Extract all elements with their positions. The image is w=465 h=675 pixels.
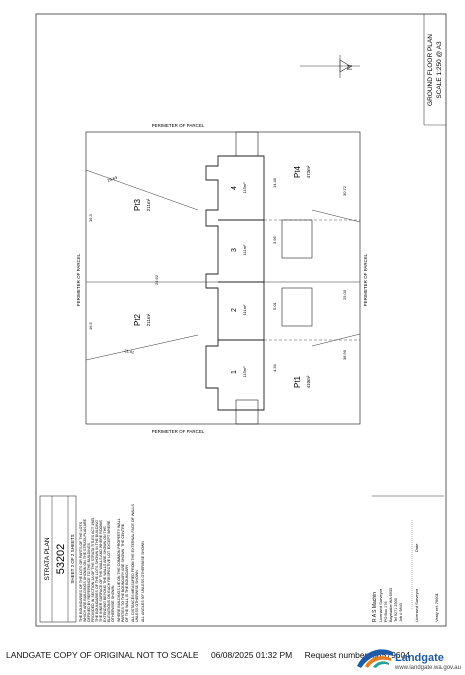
unit-label: 2: [231, 308, 238, 312]
svg-text:DEFINED BY REFERENCE TO THE BU: DEFINED BY REFERENCE TO THE BUILDINGS: [87, 542, 91, 622]
landgate-logo-icon: [357, 649, 393, 668]
dimension-label: 16.5: [88, 321, 93, 330]
dimension-label: 16.3: [88, 213, 93, 222]
footer-text: LANDGATE COPY OF ORIGINAL NOT TO SCALE 0…: [6, 650, 420, 660]
unit-area: 111m²: [242, 304, 247, 315]
dimension-label: 29.63: [107, 175, 119, 183]
dimension-label: 21.41: [124, 348, 135, 355]
svg-text:Tel 9271 2500: Tel 9271 2500: [394, 598, 398, 622]
svg-text:WHERE BUILDINGS LIE ON THE COM: WHERE BUILDINGS LIE ON THE COMMON PROPER…: [117, 518, 121, 622]
logo-wordmark: Landgate: [395, 652, 444, 664]
copy-note: LANDGATE COPY OF ORIGINAL NOT TO SCALE: [6, 650, 199, 660]
svg-text:ALL DISTANCES MEASURED FROM TH: ALL DISTANCES MEASURED FROM THE EXTERNAL…: [131, 504, 135, 622]
unit-area: 111m²: [242, 244, 247, 255]
signature-label: Licensed Surveyor: [414, 588, 419, 622]
request-number: Request number: 68579604: [304, 650, 410, 660]
svg-text:THE INNER SURFACE OF THE WALLS: THE INNER SURFACE OF THE WALLS AND WHERE…: [99, 520, 103, 622]
unit-label: 4: [231, 186, 238, 190]
left-boundary-label: PERIMETER OF PARCEL: [76, 253, 81, 306]
logo-url: www.landgate.wa.gov.au: [395, 665, 461, 671]
lot-area: 473m²: [306, 165, 311, 178]
bottom-boundary-label: PERIMETER OF PARCEL: [152, 429, 205, 434]
dimension-label: 25.62: [154, 274, 159, 285]
svg-text:PROVIDED IN SECTION 3A OF THE: PROVIDED IN SECTION 3A OF THE STRATA TIT…: [91, 517, 95, 622]
reference: Vesty ref: 76601: [434, 592, 439, 622]
lot-label: Pt2: [133, 313, 142, 326]
svg-text:THE BOUNDARIES OF THE LOTS OR: THE BOUNDARIES OF THE LOTS OR PARTS OF T…: [79, 521, 83, 622]
svg-text:WHICH ARE BUILDINGS SHOWN ON T: WHICH ARE BUILDINGS SHOWN ON THE STRATA …: [83, 518, 87, 622]
dimension-label: 25.00: [342, 289, 347, 300]
north-label: N: [347, 65, 354, 70]
strata-title-block: STRATA PLAN 53202 SHEET 2 OF 2 SHEETS: [39, 495, 77, 623]
lot-label: Pt4: [293, 165, 302, 178]
dimension-label: 14.45: [272, 177, 277, 188]
surveyor-name: R A S Machin: [372, 592, 378, 622]
footer-bar: LANDGATE COPY OF ORIGINAL NOT TO SCALE 0…: [0, 640, 465, 675]
print-datetime: 06/08/2025 01:32 PM: [210, 650, 293, 660]
dimension-label: 4.34: [272, 363, 277, 372]
lot-area: 211m²: [146, 198, 151, 211]
plan-drawing: GROUND FLOOR PLAN SCALE 1:250 @ A3 N: [35, 13, 447, 627]
plan-scale: SCALE 1:250 @ A3: [436, 41, 443, 99]
svg-text:PO Box 176: PO Box 176: [384, 602, 388, 622]
strata-plan-title: STRATA PLAN: [44, 537, 51, 580]
lot-area: 211m²: [146, 313, 151, 326]
svg-text:ELEVATIONS ON EACH RESPECTIVE: ELEVATIONS ON EACH RESPECTIVE LOT, EXCEP…: [107, 520, 111, 622]
strata-plan-sheet: GROUND FLOOR PLAN SCALE 1:250 @ A3 N: [35, 13, 447, 627]
parcel-outline: [85, 131, 361, 425]
floor-title: GROUND FLOOR PLAN: [427, 34, 434, 106]
unit-area: 115m²: [242, 366, 247, 378]
lot-label: Pt1: [293, 375, 302, 388]
dimension-label: 3.95: [272, 235, 277, 244]
floor-title-block: GROUND FLOOR PLAN SCALE 1:250 @ A3: [427, 34, 443, 106]
svg-text:OTHERWISE SHOWN.: OTHERWISE SHOWN.: [111, 585, 115, 622]
svg-text:EXTENDING BEYOND THE WALLS ARE: EXTENDING BEYOND THE WALLS ARE SHOWN ON …: [103, 526, 107, 622]
svg-text:OF THE WALL IS THE BOUNDARY.: OF THE WALL IS THE BOUNDARY.: [125, 564, 129, 622]
landgate-logo[interactable]: Landgate www.landgate.wa.gov.au: [351, 642, 461, 674]
surveyor-title: Licensed Surveyor: [378, 588, 383, 622]
unit-label: 3: [231, 248, 238, 252]
date-label: Date: [414, 543, 419, 552]
svg-text:THE BOUNDARIES OF THE LOTS SHO: THE BOUNDARIES OF THE LOTS SHOWN IN THE …: [95, 520, 99, 622]
right-boundary-label: PERIMETER OF PARCEL: [363, 253, 368, 306]
svg-text:Job # 9843: Job # 9843: [399, 603, 403, 622]
svg-text:UNLESS OTHERWISE SHOWN.: UNLESS OTHERWISE SHOWN.: [135, 569, 139, 622]
building-footprint: [205, 131, 360, 425]
dimension-label: 38.99: [342, 349, 347, 360]
svg-text:ALL ANGLES 90° UNLESS OTHERWIS: ALL ANGLES 90° UNLESS OTHERWISE SHOWN: [141, 541, 145, 622]
lot-label: Pt3: [133, 198, 142, 211]
surveyor-block: R A S Machin Licensed Surveyor PO Box 17…: [372, 495, 444, 622]
dimension-label: 5.01: [272, 301, 277, 310]
unit-label: 1: [231, 370, 238, 374]
svg-text:PARTIES TO THE BOUNDARY ARE SH: PARTIES TO THE BOUNDARY ARE SHOWN. THE C…: [121, 523, 125, 622]
svg-text:Bayswater WA 6933: Bayswater WA 6933: [389, 588, 393, 622]
lot-area: 410m²: [306, 375, 311, 388]
unit-area: 115m²: [242, 182, 247, 194]
sheet-number: SHEET 2 OF 2 SHEETS: [70, 534, 75, 583]
dimension-label: 30.72: [342, 185, 347, 196]
strata-plan-number: 53202: [55, 544, 67, 575]
plan-notes: THE BOUNDARIES OF THE LOTS OR PARTS OF T…: [79, 504, 145, 622]
top-boundary-label: PERIMETER OF PARCEL: [152, 123, 205, 128]
sheet-frame: [35, 13, 447, 627]
north-arrow-icon: N: [300, 55, 360, 78]
